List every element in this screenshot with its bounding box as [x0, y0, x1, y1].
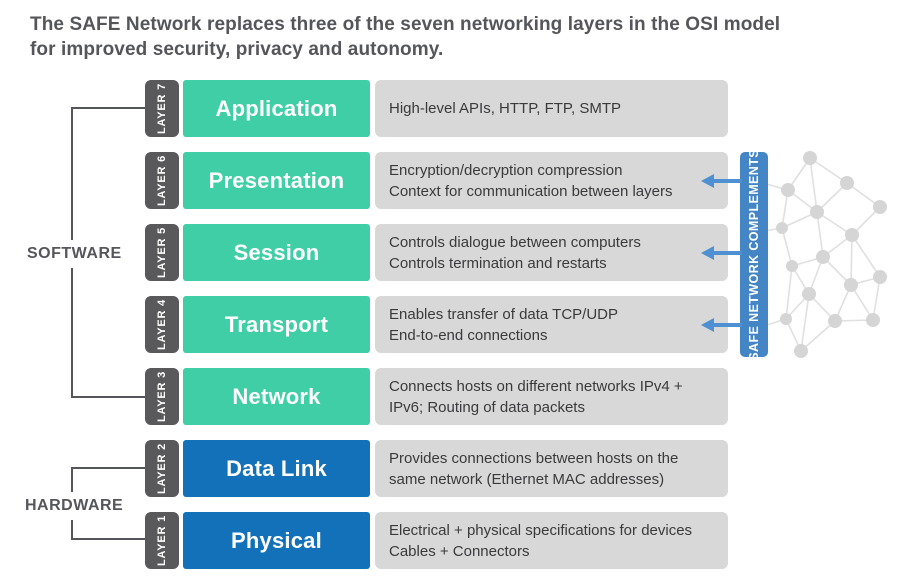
layer-description-panel: Provides connections between hosts on th…: [375, 440, 728, 497]
layer-name-box: Physical: [183, 512, 370, 569]
layer-name-box: Presentation: [183, 152, 370, 209]
layer-description-line: Encryption/decryption compression: [389, 161, 623, 179]
hardware-group-label: HARDWARE: [25, 492, 123, 520]
layer-name-label: Presentation: [208, 167, 345, 193]
layer-description-panel: Encryption/decryption compression Contex…: [375, 152, 728, 209]
layer-description-panel: Controls dialogue between computers Cont…: [375, 224, 728, 281]
layer-description-line: Controls termination and restarts: [389, 254, 607, 272]
layer-description-line: High-level APIs, HTTP, FTP, SMTP: [389, 100, 622, 117]
arrow-shaft: [712, 323, 742, 327]
title-line-2: for improved security, privacy and auton…: [30, 39, 444, 60]
layer-description-panel: High-level APIs, HTTP, FTP, SMTP: [375, 80, 728, 137]
software-bracket-top-line: [71, 107, 145, 109]
layer-name-label: Physical: [231, 527, 322, 553]
layer-description-line: Connects hosts on different networks IPv…: [389, 377, 683, 395]
layer-number-label: LAYER 5: [156, 226, 168, 279]
layer-description-panel: Connects hosts on different networks IPv…: [375, 368, 728, 425]
layer-name-label: Data Link: [226, 455, 327, 481]
safe-network-complements-banner: SAFE NETWORK COMPLEMENTS: [740, 149, 768, 360]
layer-name-box: Network: [183, 368, 370, 425]
layer-number-tab: LAYER 5: [145, 224, 179, 281]
layer-row-network: LAYER 3 Network Connects hosts on differ…: [145, 368, 735, 425]
layer-name-label: Application: [215, 95, 338, 121]
layer-number-label: LAYER 4: [156, 298, 168, 351]
layer-name-box: Transport: [183, 296, 370, 353]
safe-network-complements-label: SAFE NETWORK COMPLEMENTS: [747, 148, 761, 361]
layer-number-tab: LAYER 1: [145, 512, 179, 569]
layer-name-box: Application: [183, 80, 370, 137]
arrowhead-icon: [701, 174, 714, 188]
arrow-to-transport: [701, 318, 742, 332]
layer-number-label: LAYER 2: [156, 442, 168, 495]
layer-description-line: Cables + Connectors: [389, 542, 530, 560]
layer-number-label: LAYER 6: [156, 154, 168, 207]
mesh-nodes: [776, 151, 887, 358]
layer-name-label: Network: [232, 383, 321, 409]
hardware-bracket-bottom-line: [71, 538, 145, 540]
layer-row-session: LAYER 5 Session Controls dialogue betwee…: [145, 224, 735, 281]
layer-description-line: IPv6; Routing of data packets: [389, 398, 585, 416]
layer-row-data-link: LAYER 2 Data Link Provides connections b…: [145, 440, 735, 497]
arrow-to-presentation: [701, 174, 742, 188]
hardware-bracket-top-line: [71, 467, 145, 469]
layer-number-tab: LAYER 4: [145, 296, 179, 353]
arrowhead-icon: [701, 246, 714, 260]
mesh-network-graphic: [760, 151, 887, 358]
layer-row-presentation: LAYER 6 Presentation Encryption/decrypti…: [145, 152, 735, 209]
layer-number-tab: LAYER 2: [145, 440, 179, 497]
layer-name-label: Transport: [224, 311, 329, 337]
title-line-1: The SAFE Network replaces three of the s…: [30, 14, 781, 35]
software-group-label: SOFTWARE: [27, 240, 121, 268]
page-title: The SAFE Network replaces three of the s…: [30, 12, 780, 62]
layer-number-tab: LAYER 3: [145, 368, 179, 425]
layer-description-panel: Electrical + physical specifications for…: [375, 512, 728, 569]
layer-description-line: End-to-end connections: [389, 326, 548, 344]
layer-description-line: Electrical + physical specifications for…: [389, 521, 693, 539]
layer-number-label: LAYER 7: [156, 82, 168, 135]
layer-description-line: Enables transfer of data TCP/UDP: [389, 305, 618, 323]
layer-row-application: LAYER 7 Application High-level APIs, HTT…: [145, 80, 735, 137]
arrow-shaft: [712, 179, 742, 183]
layer-number-tab: LAYER 7: [145, 80, 179, 137]
layer-number-tab: LAYER 6: [145, 152, 179, 209]
layer-row-physical: LAYER 1 Physical Electrical + physical s…: [145, 512, 735, 569]
layer-name-label: Session: [233, 239, 320, 265]
arrow-to-session: [701, 246, 742, 260]
arrow-shaft: [712, 251, 742, 255]
layer-name-box: Session: [183, 224, 370, 281]
software-bracket-bottom-line: [71, 396, 145, 398]
layer-description-line: same network (Ethernet MAC addresses): [389, 470, 665, 488]
layer-description-panel: Enables transfer of data TCP/UDP End-to-…: [375, 296, 728, 353]
layer-description-line: Context for communication between layers: [389, 182, 673, 200]
arrowhead-icon: [701, 318, 714, 332]
layer-number-label: LAYER 1: [156, 514, 168, 567]
layer-description-line: Provides connections between hosts on th…: [389, 449, 679, 467]
layer-name-box: Data Link: [183, 440, 370, 497]
layer-description-line: Controls dialogue between computers: [389, 233, 641, 251]
layer-row-transport: LAYER 4 Transport Enables transfer of da…: [145, 296, 735, 353]
layer-number-label: LAYER 3: [156, 370, 168, 423]
